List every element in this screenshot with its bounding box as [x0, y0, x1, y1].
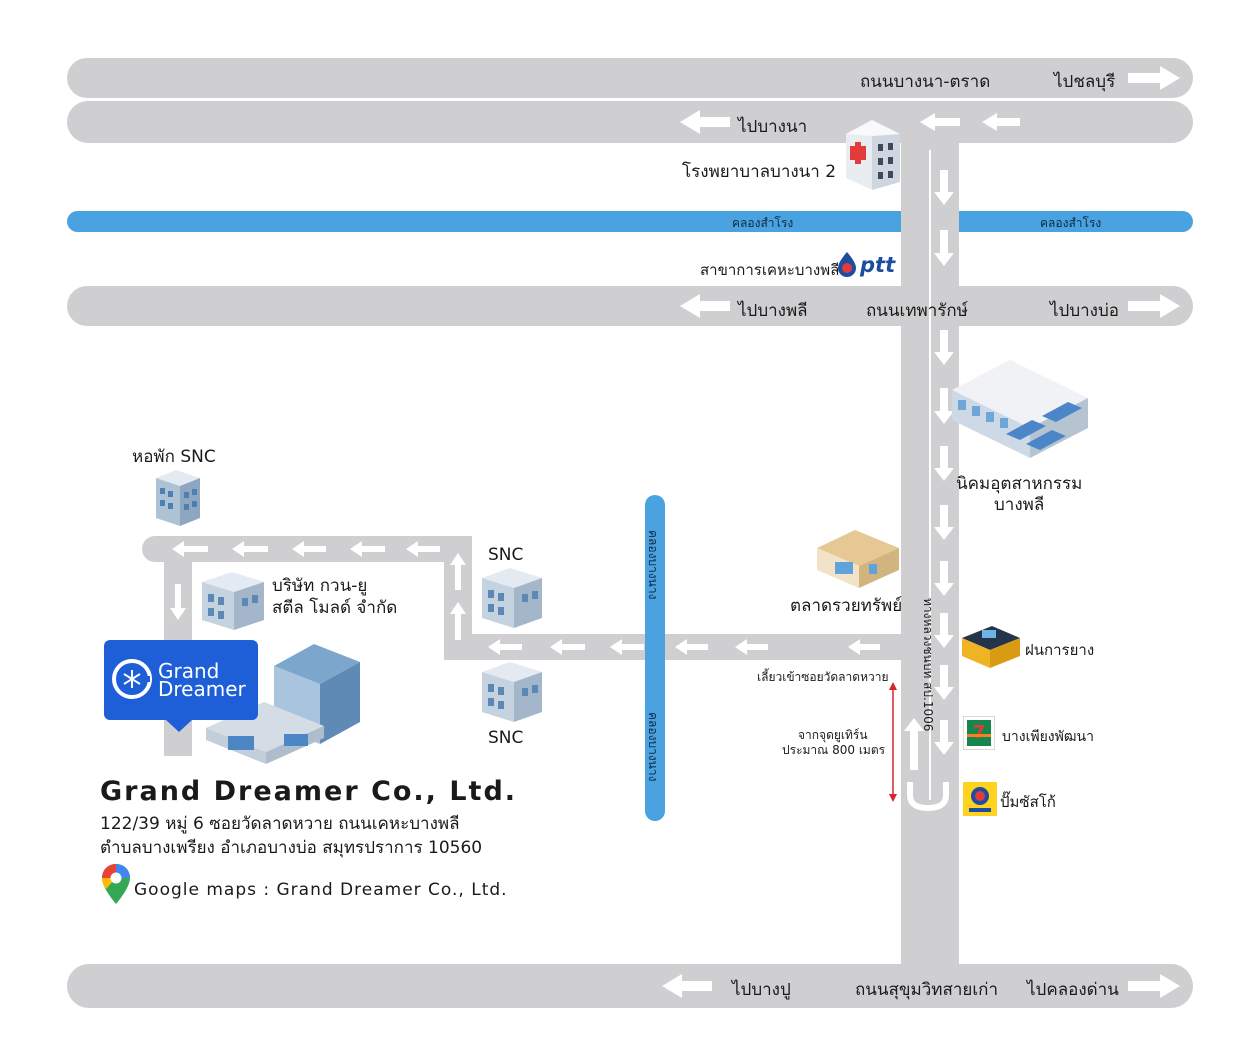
seven-eleven-label: บางเพียงพัฒนา — [1002, 729, 1094, 745]
ptt-logo-text: ptt — [860, 253, 896, 277]
to-bangphli-label: ไปบางพลี — [738, 301, 808, 321]
snowflake-g-icon — [112, 659, 152, 699]
google-maps-label[interactable]: Google maps : Grand Dreamer Co., Ltd. — [134, 880, 508, 900]
seven-eleven-icon: 7 — [963, 716, 995, 750]
ptt-logo-icon — [838, 252, 856, 277]
logo-line-1: Grand — [158, 659, 220, 683]
kuan-yu-label-1: บริษัท กวน-ยู — [272, 576, 368, 596]
market-label: ตลาดรวยทรัพย์ — [790, 596, 903, 616]
down-arrows — [904, 170, 954, 812]
industrial-estate-label-2: บางพลี — [994, 495, 1045, 515]
tire-shop-icon — [962, 626, 1020, 668]
address-line-1: 122/39 หมู่ 6 ซอยวัดลาดหวาย ถนนเคหะบางพล… — [100, 814, 460, 834]
grand-dreamer-building-icon — [206, 644, 360, 764]
kuan-yu-building-icon — [202, 572, 264, 630]
company-name: Grand Dreamer Co., Ltd. — [100, 776, 518, 807]
to-khlongdan-label: ไปคลองด่าน — [1027, 980, 1119, 1000]
factory-icon — [952, 360, 1088, 458]
market-icon — [817, 530, 899, 588]
to-bangbo-label: ไปบางบ่อ — [1050, 301, 1119, 321]
snc-bottom-building-icon — [482, 662, 542, 722]
to-bangna-label: ไปบางนา — [738, 117, 808, 137]
samrong-canal-label-left: คลองสำโรง — [732, 216, 794, 230]
samrong-canal-label-right: คลองสำโรง — [1040, 216, 1102, 230]
dorm-label: หอพัก SNC — [132, 447, 216, 467]
distance-label-2: ประมาณ 800 เมตร — [782, 743, 886, 757]
turn-note: เลี้ยวเข้าซอยวัดลาดหวาย — [757, 670, 889, 684]
to-chonburi-label: ไปชลบุรี — [1054, 72, 1116, 92]
distance-label-1: จากจุดยูเทิร์น — [798, 728, 868, 742]
tire-shop-label: ฝนการยาง — [1025, 641, 1095, 659]
logo-line-2: Dreamer — [158, 677, 246, 701]
snc-top-label: SNC — [488, 545, 524, 565]
sukhumvit-old-label: ถนนสุขุมวิทสายเก่า — [855, 980, 999, 1000]
bangnang-canal-label-top: คลองบางนาง — [646, 530, 660, 600]
ptt-branch-label: สาขาการเคหะบางพลี — [700, 261, 840, 279]
address-line-2: ตำบลบางเพรียง อำเภอบางบ่อ สมุทรปราการ 10… — [100, 838, 483, 858]
bangna-trat-label: ถนนบางนา-ตราด — [860, 72, 991, 92]
to-bangpu-label: ไปบางปู — [732, 980, 791, 1000]
bangna-trat-road — [67, 58, 1193, 98]
sukhumvit-old-road — [67, 964, 1193, 1008]
thepharak-label: ถนนเทพารักษ์ — [866, 301, 968, 321]
kuan-yu-label-2: สตีล โมลด์ จำกัด — [272, 598, 398, 618]
susco-label: ปั๊มซัสโก้ — [1000, 793, 1056, 811]
dorm-building-icon — [156, 470, 200, 526]
industrial-estate-label-1: นิคมอุตสาหกรรม — [956, 474, 1083, 494]
bangnang-canal-label-bottom: คลองบางนาง — [646, 712, 660, 782]
snc-top-building-icon — [482, 568, 542, 628]
google-maps-pin-icon — [102, 864, 130, 904]
hospital-icon — [846, 120, 900, 190]
hospital-label: โรงพยาบาลบางนา 2 — [682, 162, 837, 182]
svg-text:7: 7 — [973, 722, 986, 743]
thepharak-road — [67, 286, 1193, 326]
susco-icon — [963, 782, 997, 816]
snc-bottom-label: SNC — [488, 728, 524, 748]
rural-road-label: ทางหลวงชนบท สป.1006 — [921, 598, 935, 732]
distance-marker — [889, 682, 897, 802]
